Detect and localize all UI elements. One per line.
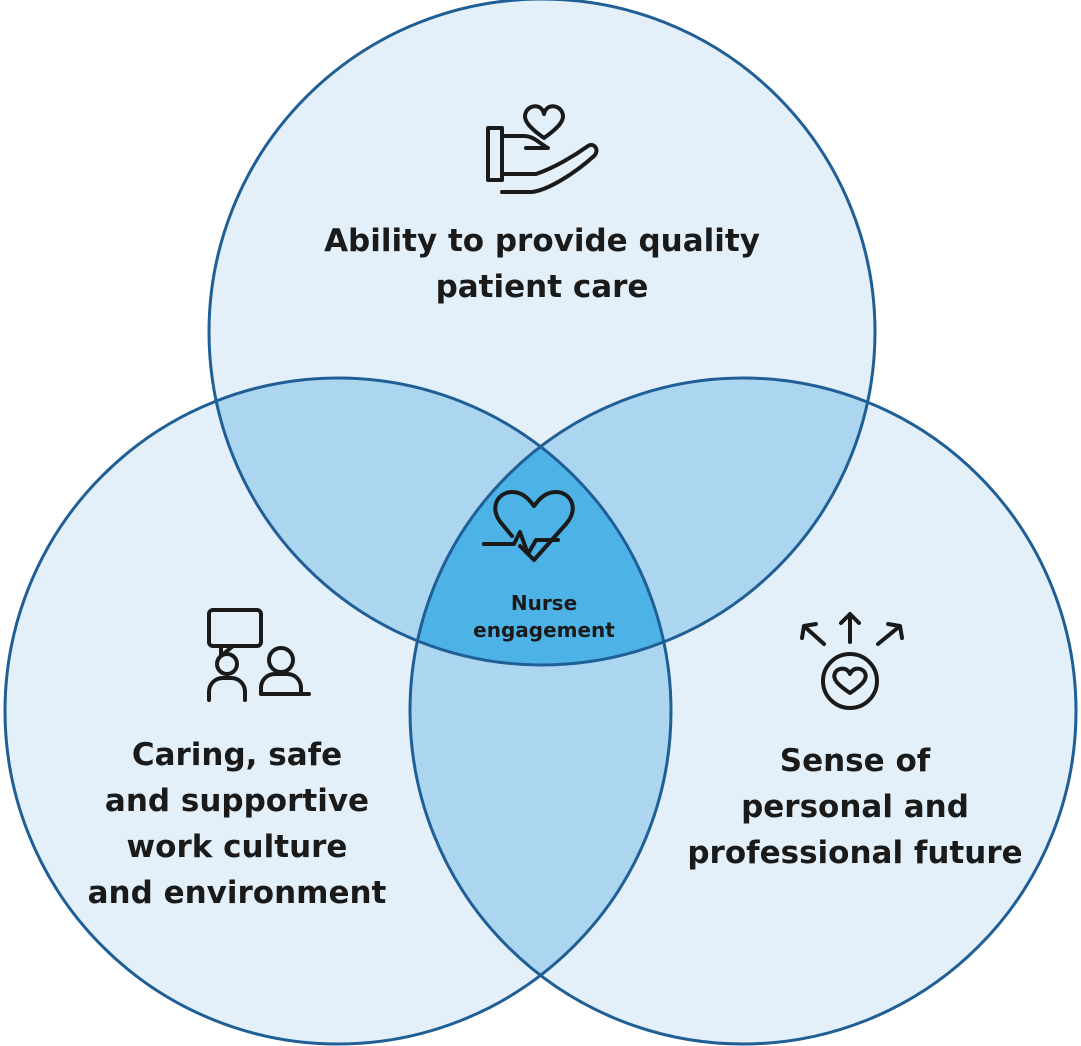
center-label-line2: engagement <box>473 618 615 642</box>
top-circle-label: Ability to provide quality patient care <box>324 223 760 305</box>
people-chat-icon <box>207 608 311 702</box>
label-line: Sense of <box>780 743 931 779</box>
center-label-line1: Nurse <box>511 591 577 615</box>
label-line: and supportive <box>105 783 369 819</box>
heart-pulse-icon <box>482 490 575 562</box>
label-line: work culture <box>127 829 348 865</box>
label-line: Ability to provide quality <box>324 223 760 259</box>
label-line: Caring, safe <box>132 737 342 773</box>
label-line: patient care <box>436 269 649 305</box>
circle-outlines <box>3 0 1078 1046</box>
center-overlap <box>410 378 671 665</box>
left-circle-label: Caring, safe and supportive work culture an… <box>88 737 387 911</box>
right-circle-label: Sense of personal and professional future <box>687 743 1022 871</box>
label-line: and environment <box>88 875 387 911</box>
hand-heart-icon <box>486 104 599 194</box>
heart-growth-arrows-icon <box>800 612 904 710</box>
label-line: personal and <box>741 789 969 825</box>
label-line: professional future <box>687 835 1022 871</box>
